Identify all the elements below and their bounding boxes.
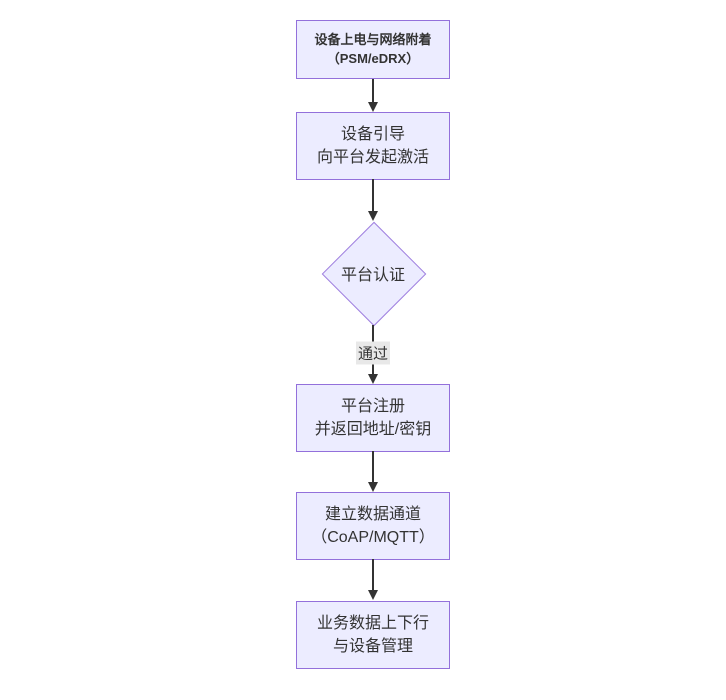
node-text-line: 向平台发起激活 bbox=[316, 149, 429, 166]
flow-node-platform-register: 平台注册 并返回地址/密钥 bbox=[296, 384, 450, 452]
connector-line bbox=[372, 559, 374, 591]
connector-line bbox=[372, 179, 374, 212]
connector-line bbox=[372, 451, 374, 483]
flow-node-business-data: 业务数据上下行 与设备管理 bbox=[296, 601, 450, 669]
node-text-line: 平台注册 bbox=[340, 397, 405, 415]
node-text-line: 设备上电与网络附着 bbox=[314, 31, 432, 47]
node-text-line: 建立数据通道 bbox=[324, 505, 421, 523]
arrow-down-icon bbox=[368, 590, 378, 600]
arrow-down-icon bbox=[368, 211, 378, 221]
node-text-line: 平台认证 bbox=[340, 267, 406, 284]
node-text-line: 设备引导 bbox=[340, 125, 405, 143]
arrow-down-icon bbox=[368, 482, 378, 492]
connector-line bbox=[372, 79, 374, 103]
node-text-line: 业务数据上下行 bbox=[316, 614, 429, 632]
flow-node-power-network-attach: 设备上电与网络附着 （PSM/eDRX） bbox=[296, 20, 450, 79]
flow-node-data-channel: 建立数据通道 （CoAP/MQTT） bbox=[296, 492, 450, 560]
node-text-line: 并返回地址/密钥 bbox=[314, 421, 432, 438]
node-text-line: （PSM/eDRX） bbox=[326, 50, 420, 66]
node-text-line: （CoAP/MQTT） bbox=[311, 529, 435, 546]
arrow-down-icon bbox=[368, 374, 378, 384]
arrow-down-icon bbox=[368, 102, 378, 112]
edge-label-pass: 通过 bbox=[355, 341, 391, 365]
flow-node-device-bootstrap: 设备引导 向平台发起激活 bbox=[296, 112, 450, 180]
node-text-line: 与设备管理 bbox=[332, 638, 413, 655]
